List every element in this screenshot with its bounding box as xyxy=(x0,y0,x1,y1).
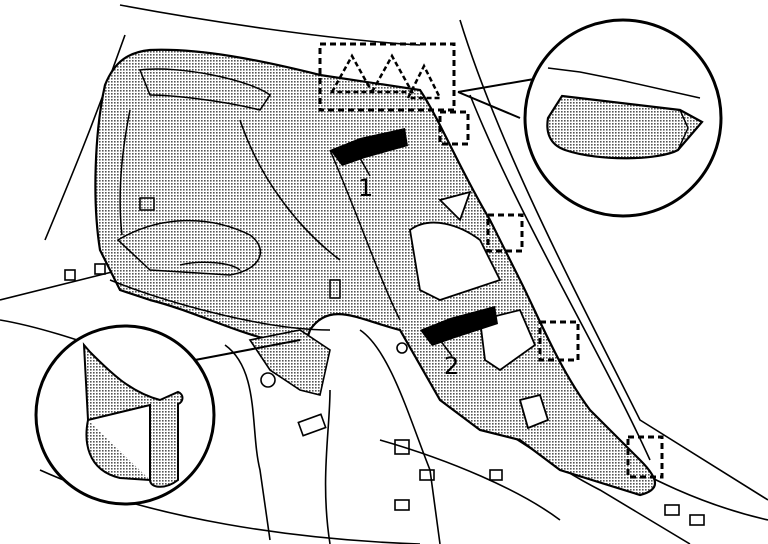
clip-detail-top-right xyxy=(523,18,723,218)
pull-arrow-1 xyxy=(330,128,408,166)
clip-triangles xyxy=(329,53,443,100)
lower-trim-flap xyxy=(248,329,331,396)
panel-contour-lines xyxy=(109,68,401,331)
clip-marker-bottom xyxy=(626,435,664,479)
step-label-2: 2 xyxy=(444,352,459,380)
pull-arrow-2 xyxy=(420,306,498,346)
clip-marker-top-small xyxy=(438,110,470,146)
clip-marker-mid-lower xyxy=(538,320,580,362)
quarter-trim-panel xyxy=(94,48,657,497)
clip-part xyxy=(546,94,704,160)
leader-line-1 xyxy=(359,157,371,177)
step-2-callout: 2 xyxy=(420,306,498,380)
leader-line-2 xyxy=(439,339,453,357)
clip-markers xyxy=(318,42,664,479)
clip-detail-bottom-left xyxy=(34,324,301,506)
bent-clip-part xyxy=(82,342,184,488)
clip-marker-mid-upper xyxy=(486,213,524,253)
detail-leader-top xyxy=(457,77,541,119)
step-1-callout: 1 xyxy=(330,128,408,202)
step-label-1: 1 xyxy=(358,174,373,202)
